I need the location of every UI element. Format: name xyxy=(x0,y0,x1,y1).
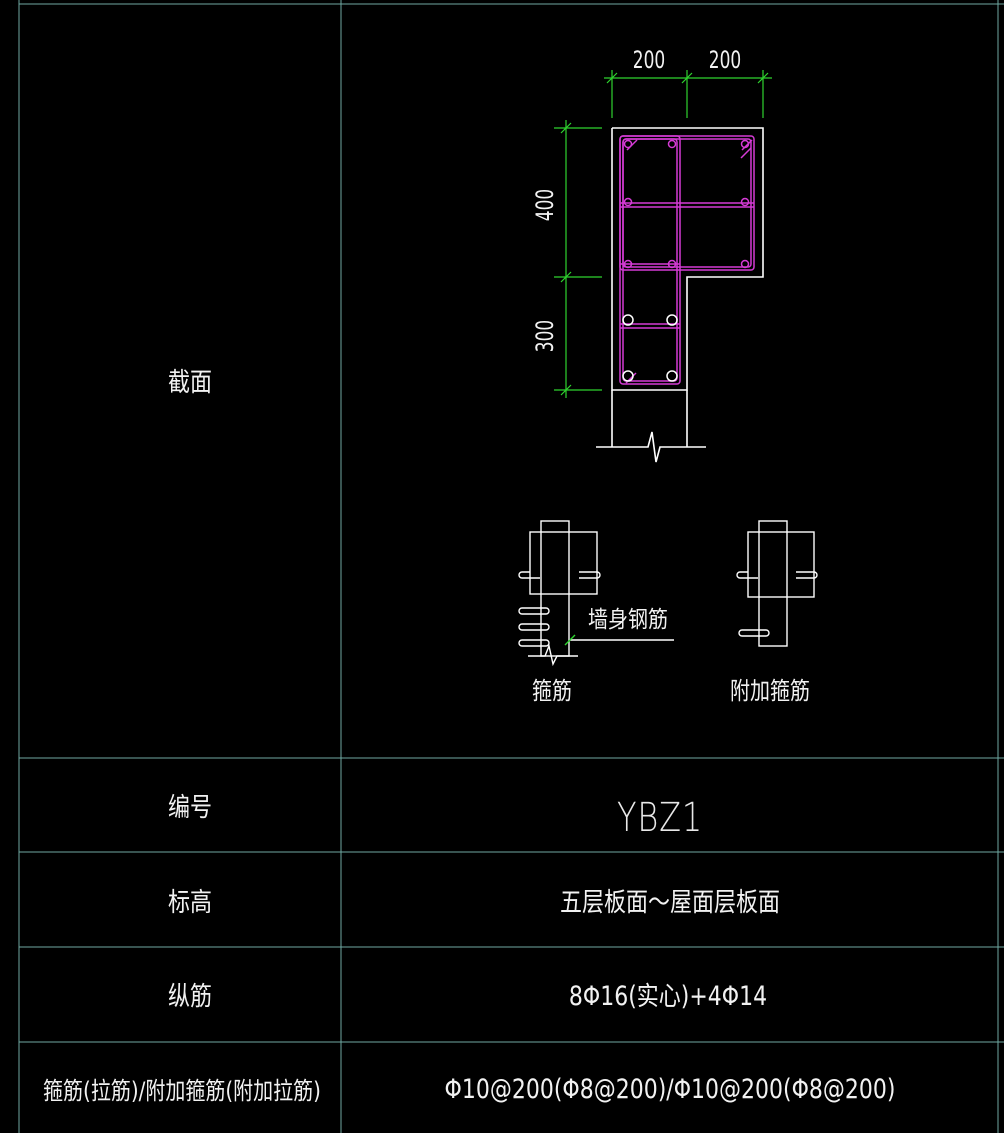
dimension-texts: 200 200 400 300 xyxy=(531,46,741,352)
stirrup-value: Φ10@200(Φ8@200)/Φ10@200(Φ8@200) xyxy=(444,1075,896,1105)
stirrup-outer-leg xyxy=(619,135,681,385)
break-line xyxy=(596,431,706,463)
dim-left-2: 300 xyxy=(531,320,559,352)
elevation-value: 五层板面～屋面层板面 xyxy=(559,888,781,918)
stirrup-caption: 箍筋 xyxy=(532,677,572,705)
table-grid xyxy=(18,0,1004,1133)
extra-stirrup-caption: 附加箍筋 xyxy=(730,677,810,705)
row-label-elevation: 标高 xyxy=(167,888,213,918)
stirrup-detail-column xyxy=(540,520,570,657)
row-label-section: 截面 xyxy=(167,368,213,398)
row-label-code: 编号 xyxy=(167,793,213,823)
rebar-layout xyxy=(619,135,755,385)
dim-left-1: 400 xyxy=(531,189,559,221)
section-outline xyxy=(596,127,764,463)
detail-captions: 箍筋 附加箍筋 xyxy=(532,677,810,705)
stirrup-detail xyxy=(518,520,674,667)
extra-stirrup-detail xyxy=(736,520,818,647)
row-label-longitudinal: 纵筋 xyxy=(167,982,213,1012)
member-code: YBZ1 xyxy=(617,795,703,841)
wall-rebar-label: 墙身钢筋 xyxy=(588,607,668,634)
main-rebar-solid xyxy=(622,314,678,382)
dim-top-2: 200 xyxy=(709,46,741,74)
section-boundary xyxy=(611,127,764,391)
extra-stirrup-column xyxy=(758,520,788,647)
dimension-lines xyxy=(554,70,772,398)
dim-top-1: 200 xyxy=(633,46,665,74)
row-label-stirrups: 箍筋(拉筋)/附加箍筋(附加拉筋) xyxy=(43,1076,321,1106)
longitudinal-value: 8Φ16(实心)+4Φ14 xyxy=(568,982,768,1012)
